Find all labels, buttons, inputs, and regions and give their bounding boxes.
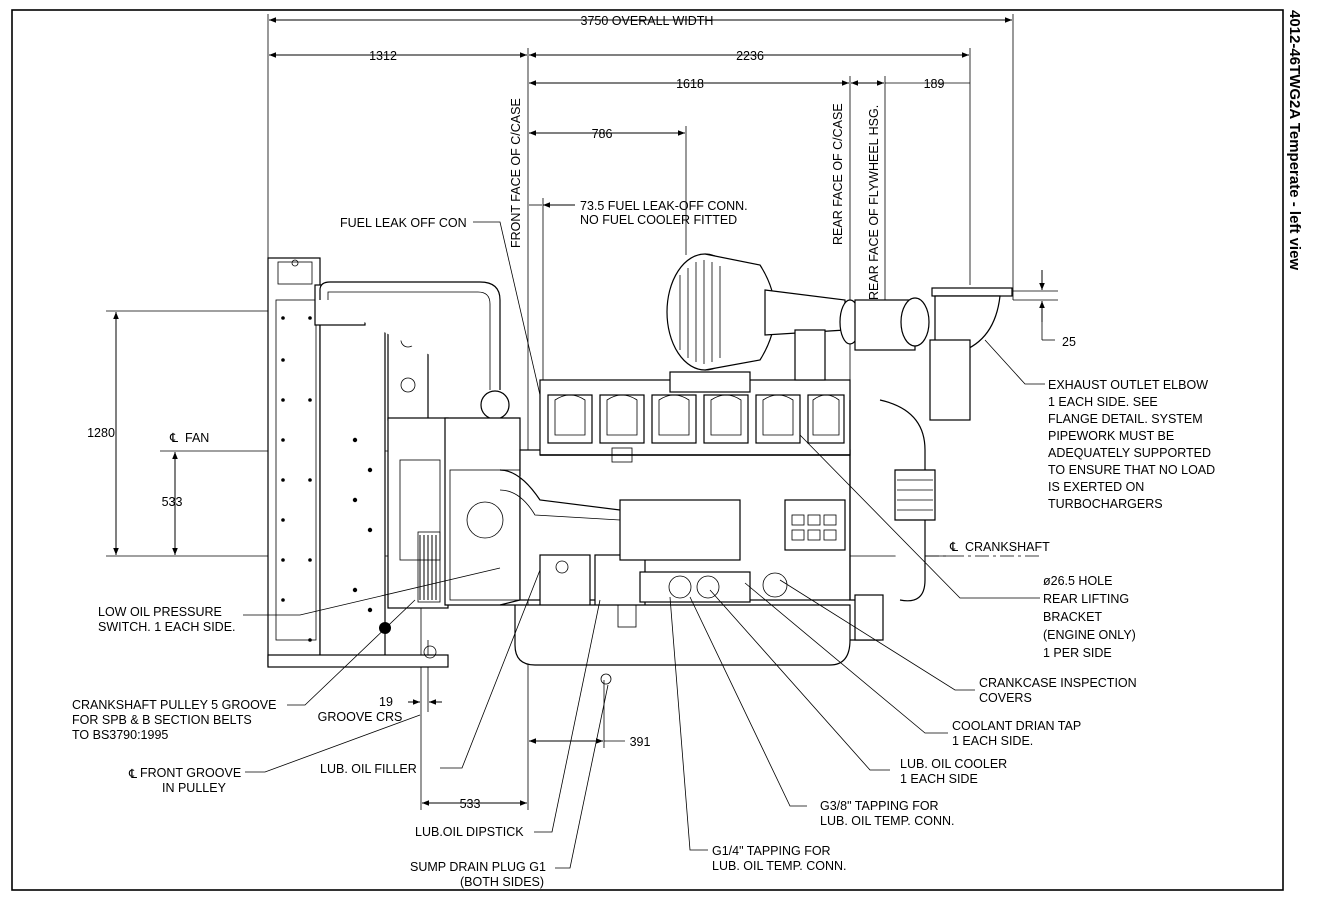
- fuel-leakoff-conn-line1: 73.5 FUEL LEAK-OFF CONN.: [580, 199, 748, 213]
- crankcase-inspection-label-line: COVERS: [979, 691, 1032, 705]
- svg-text:℄: ℄: [169, 431, 178, 445]
- oil-cooler-label-line: 1 EACH SIDE: [900, 772, 978, 786]
- sump-drain-plug-label: SUMP DRAIN PLUG G1(BOTH SIDES): [410, 860, 546, 889]
- lifting-bracket-label-line: ø26.5 HOLE: [1043, 574, 1112, 588]
- g38-tapping-label-line: LUB. OIL TEMP. CONN.: [820, 814, 955, 828]
- lifting-bracket-label-line: 1 PER SIDE: [1043, 646, 1112, 660]
- crankshaft-pulley-label-line: TO BS3790:1995: [72, 728, 168, 742]
- exhaust-outlet-label: EXHAUST OUTLET ELBOW 1 EACH SIDE. SEE FLAN…: [1048, 378, 1215, 511]
- coolant-drain-tap-label-line: COOLANT DRIAN TAP: [952, 719, 1081, 733]
- centerline-symbol-icon: ℄ ℄ ℄: [128, 431, 958, 781]
- dim-overall-width: 3750 OVERALL WIDTH: [581, 14, 714, 28]
- front-groove-label-line: IN PULLEY: [162, 781, 227, 795]
- exhaust-outlet-label-line: ADEQUATELY SUPPORTED: [1048, 446, 1211, 460]
- exhaust-outlet-label-line: EXHAUST OUTLET ELBOW: [1048, 378, 1208, 392]
- coolant-drain-tap-label-line: 1 EACH SIDE.: [952, 734, 1033, 748]
- oil-dipstick-label: LUB.OIL DIPSTICK: [415, 825, 524, 839]
- sump-drain-plug-label-line: SUMP DRAIN PLUG G1: [410, 860, 546, 874]
- oil-filler-label: LUB. OIL FILLER: [320, 762, 417, 776]
- dim-786: 786: [592, 127, 613, 141]
- crankshaft-pulley-label-line: CRANKSHAFT PULLEY 5 GROOVE: [72, 698, 276, 712]
- rear-face-crankcase-label: REAR FACE OF C/CASE: [831, 103, 845, 245]
- dim-1280: 1280: [87, 426, 115, 440]
- crankcase-inspection-label-line: CRANKCASE INSPECTION: [979, 676, 1137, 690]
- dim-1312: 1312: [369, 49, 397, 63]
- exhaust-outlet-label-line: FLANGE DETAIL. SYSTEM: [1048, 412, 1203, 426]
- lifting-bracket-label: ø26.5 HOLE REAR LIFTING BRACKET (ENGINE ONL…: [1043, 574, 1136, 660]
- g14-tapping-label-line: LUB. OIL TEMP. CONN.: [712, 859, 847, 873]
- lifting-bracket-label-line: REAR LIFTING: [1043, 592, 1129, 606]
- g38-tapping-label-line: G3/8" TAPPING FOR: [820, 799, 939, 813]
- drawing-title: 4012-46TWG2A Temperate - left view: [1286, 10, 1303, 270]
- dim-533-horizontal: 533: [460, 797, 481, 811]
- fan-label: FAN: [185, 431, 209, 445]
- dim-2236: 2236: [736, 49, 764, 63]
- dim-groove-crs: GROOVE CRS: [318, 710, 403, 724]
- dim-533-vertical: 533: [162, 495, 183, 509]
- dim-189: 189: [924, 77, 945, 91]
- crankshaft-pulley-label-line: FOR SPB & B SECTION BELTS: [72, 713, 252, 727]
- exhaust-outlet-label-line: 1 EACH SIDE. SEE: [1048, 395, 1158, 409]
- dim-25: 25: [1062, 335, 1076, 349]
- front-groove-label-line: FRONT GROOVE: [140, 766, 241, 780]
- dim-1618: 1618: [676, 77, 704, 91]
- rear-face-flywheel-label: REAR FACE OF FLYWHEEL HSG.: [867, 105, 881, 300]
- engine-geometry: [267, 253, 1013, 685]
- svg-text:℄: ℄: [949, 540, 958, 554]
- exhaust-outlet-label-line: TURBOCHARGERS: [1048, 497, 1163, 511]
- dim-391: 391: [630, 735, 651, 749]
- exhaust-outlet-label-line: IS EXERTED ON: [1048, 480, 1144, 494]
- svg-text:℄: ℄: [128, 767, 137, 781]
- fuel-leak-off-con-label: FUEL LEAK OFF CON: [340, 216, 467, 230]
- oil-cooler-label-line: LUB. OIL COOLER: [900, 757, 1007, 771]
- exhaust-outlet-label-line: TO ENSURE THAT NO LOAD: [1048, 463, 1215, 477]
- sump-drain-plug-label-line: (BOTH SIDES): [460, 875, 544, 889]
- low-oil-pressure-label-line: SWITCH. 1 EACH SIDE.: [98, 620, 236, 634]
- front-face-crankcase-label: FRONT FACE OF C/CASE: [509, 98, 523, 248]
- g14-tapping-label-line: G1/4" TAPPING FOR: [712, 844, 831, 858]
- fuel-leakoff-conn-line2: NO FUEL COOLER FITTED: [580, 213, 737, 227]
- lifting-bracket-label-line: BRACKET: [1043, 610, 1102, 624]
- crankshaft-label: CRANKSHAFT: [965, 540, 1050, 554]
- leader-lines: [243, 221, 1045, 869]
- lifting-bracket-label-line: (ENGINE ONLY): [1043, 628, 1136, 642]
- drawing-frame: [11, 9, 1284, 891]
- exhaust-outlet-label-line: PIPEWORK MUST BE: [1048, 429, 1174, 443]
- dim-19: 19: [379, 695, 393, 709]
- low-oil-pressure-label-line: LOW OIL PRESSURE: [98, 605, 222, 619]
